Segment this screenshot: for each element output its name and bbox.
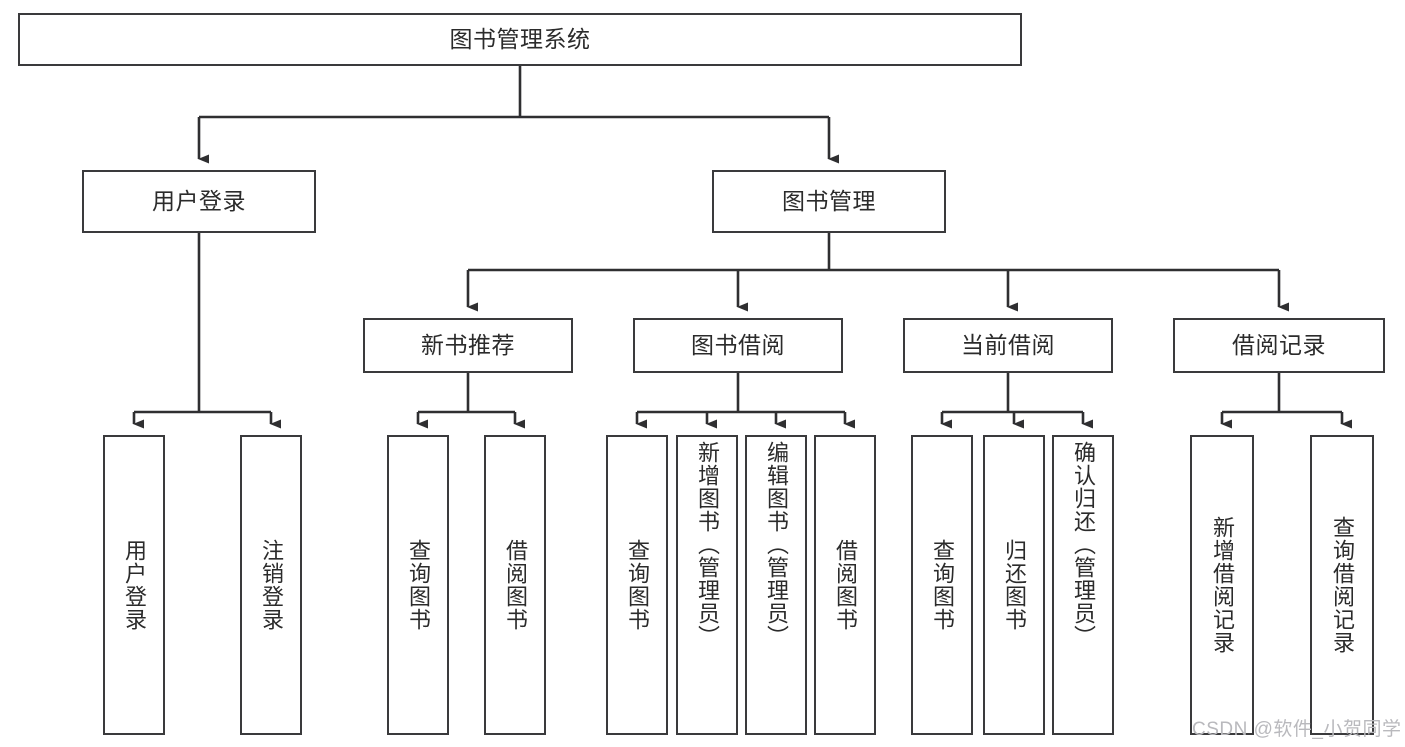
node-label-leaf-query-book-3: 查询图书 bbox=[929, 539, 955, 631]
node-label-borrow-record: 借阅记录 bbox=[1232, 331, 1326, 358]
node-label-book-borrow: 图书借阅 bbox=[691, 331, 785, 358]
node-label-user-login: 用户登录 bbox=[152, 187, 246, 214]
node-leaf-user-logout[interactable]: 注销登录 bbox=[240, 435, 302, 735]
node-label-leaf-edit-book: 编辑图书（管理员） bbox=[763, 441, 789, 648]
node-label-leaf-add-record: 新增借阅记录 bbox=[1209, 516, 1235, 654]
node-leaf-confirm-return[interactable]: 确认归还（管理员） bbox=[1052, 435, 1114, 735]
node-label-leaf-user-login: 用户登录 bbox=[121, 539, 147, 631]
node-label-new-book-rec: 新书推荐 bbox=[421, 331, 515, 358]
csdn-watermark: CSDN @软件_小贺同学 bbox=[1192, 719, 1402, 740]
node-leaf-add-record[interactable]: 新增借阅记录 bbox=[1190, 435, 1254, 735]
node-label-current-borrow: 当前借阅 bbox=[961, 331, 1055, 358]
node-leaf-user-login[interactable]: 用户登录 bbox=[103, 435, 165, 735]
node-label-leaf-add-book: 新增图书（管理员） bbox=[694, 441, 720, 648]
node-leaf-query-book-3[interactable]: 查询图书 bbox=[911, 435, 973, 735]
node-label-book-manage: 图书管理 bbox=[782, 187, 876, 214]
node-leaf-return-book[interactable]: 归还图书 bbox=[983, 435, 1045, 735]
node-book-manage[interactable]: 图书管理 bbox=[712, 170, 946, 233]
node-label-leaf-borrow-book-2: 借阅图书 bbox=[832, 539, 858, 631]
node-label-leaf-return-book: 归还图书 bbox=[1001, 539, 1027, 631]
node-label-root: 图书管理系统 bbox=[449, 25, 591, 52]
node-borrow-record[interactable]: 借阅记录 bbox=[1173, 318, 1385, 373]
node-leaf-borrow-book-2[interactable]: 借阅图书 bbox=[814, 435, 876, 735]
node-label-leaf-borrow-book-1: 借阅图书 bbox=[502, 539, 528, 631]
node-label-leaf-query-record: 查询借阅记录 bbox=[1329, 516, 1355, 654]
node-label-leaf-user-logout: 注销登录 bbox=[258, 539, 284, 631]
node-root[interactable]: 图书管理系统 bbox=[18, 13, 1022, 66]
node-label-leaf-query-book-1: 查询图书 bbox=[405, 539, 431, 631]
node-label-leaf-confirm-return: 确认归还（管理员） bbox=[1070, 441, 1096, 648]
node-label-leaf-query-book-2: 查询图书 bbox=[624, 539, 650, 631]
node-leaf-borrow-book-1[interactable]: 借阅图书 bbox=[484, 435, 546, 735]
node-leaf-query-book-1[interactable]: 查询图书 bbox=[387, 435, 449, 735]
node-leaf-query-book-2[interactable]: 查询图书 bbox=[606, 435, 668, 735]
node-new-book-rec[interactable]: 新书推荐 bbox=[363, 318, 573, 373]
node-user-login[interactable]: 用户登录 bbox=[82, 170, 316, 233]
node-leaf-edit-book[interactable]: 编辑图书（管理员） bbox=[745, 435, 807, 735]
node-leaf-query-record[interactable]: 查询借阅记录 bbox=[1310, 435, 1374, 735]
node-book-borrow[interactable]: 图书借阅 bbox=[633, 318, 843, 373]
node-leaf-add-book[interactable]: 新增图书（管理员） bbox=[676, 435, 738, 735]
node-current-borrow[interactable]: 当前借阅 bbox=[903, 318, 1113, 373]
